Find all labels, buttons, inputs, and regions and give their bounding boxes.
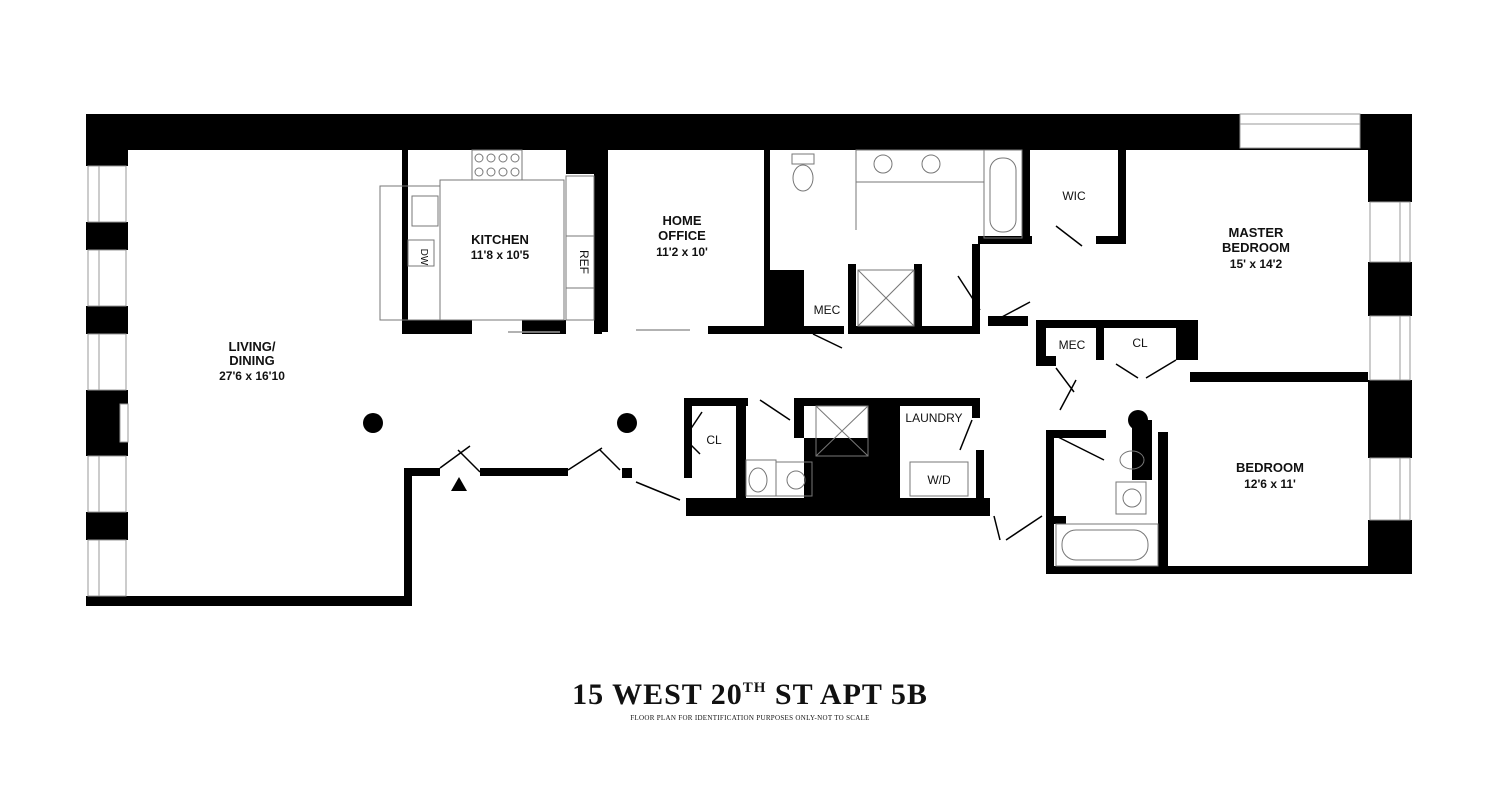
address-suffix: TH <box>742 680 767 696</box>
address-title: 15 WEST 20TH ST APT 5B <box>0 678 1500 712</box>
column-right <box>617 413 637 433</box>
living-dimensions: 27'6 x 16'10 <box>219 369 285 383</box>
disclaimer: FLOOR PLAN FOR IDENTIFICATION PURPOSES O… <box>630 714 870 722</box>
kitchen-dimensions: 11'8 x 10'5 <box>471 248 530 262</box>
washer-dryer-label: W/D <box>927 473 951 487</box>
address-street: ST APT 5B <box>766 678 928 711</box>
laundry-label: LAUNDRY <box>905 411 962 425</box>
office-name-2: OFFICE <box>658 228 706 243</box>
kitchen-name: KITCHEN <box>471 232 529 247</box>
column-left <box>363 413 383 433</box>
master-dimensions: 15' x 14'2 <box>1230 257 1283 271</box>
bedroom-name: BEDROOM <box>1236 460 1304 475</box>
column-bath <box>1128 410 1148 430</box>
living-name: LIVING/ <box>229 339 276 354</box>
doors <box>439 225 1177 541</box>
living-name-2: DINING <box>229 353 275 368</box>
dw-label: DW <box>418 249 429 266</box>
exterior-walls <box>86 114 1412 606</box>
address-number: 15 WEST 20 <box>572 678 743 711</box>
office-name: HOME <box>663 213 702 228</box>
kitchen-fixtures <box>379 149 595 321</box>
cl-label-2: CL <box>706 433 722 447</box>
master-name-2: BEDROOM <box>1222 240 1290 255</box>
windows <box>87 113 1411 597</box>
office-dimensions: 11'2 x 10' <box>656 245 708 259</box>
bath-fixtures <box>745 149 1159 567</box>
interior-walls <box>402 150 1368 574</box>
mec-label-2: MEC <box>1059 338 1086 352</box>
ref-label: REF <box>577 250 591 274</box>
wic-label: WIC <box>1062 189 1086 203</box>
entry-arrow-icon <box>451 477 467 491</box>
cl-label-1: CL <box>1132 336 1148 350</box>
mec-label-1: MEC <box>814 303 841 317</box>
master-name: MASTER <box>1229 225 1285 240</box>
bedroom-dimensions: 12'6 x 11' <box>1244 477 1296 491</box>
